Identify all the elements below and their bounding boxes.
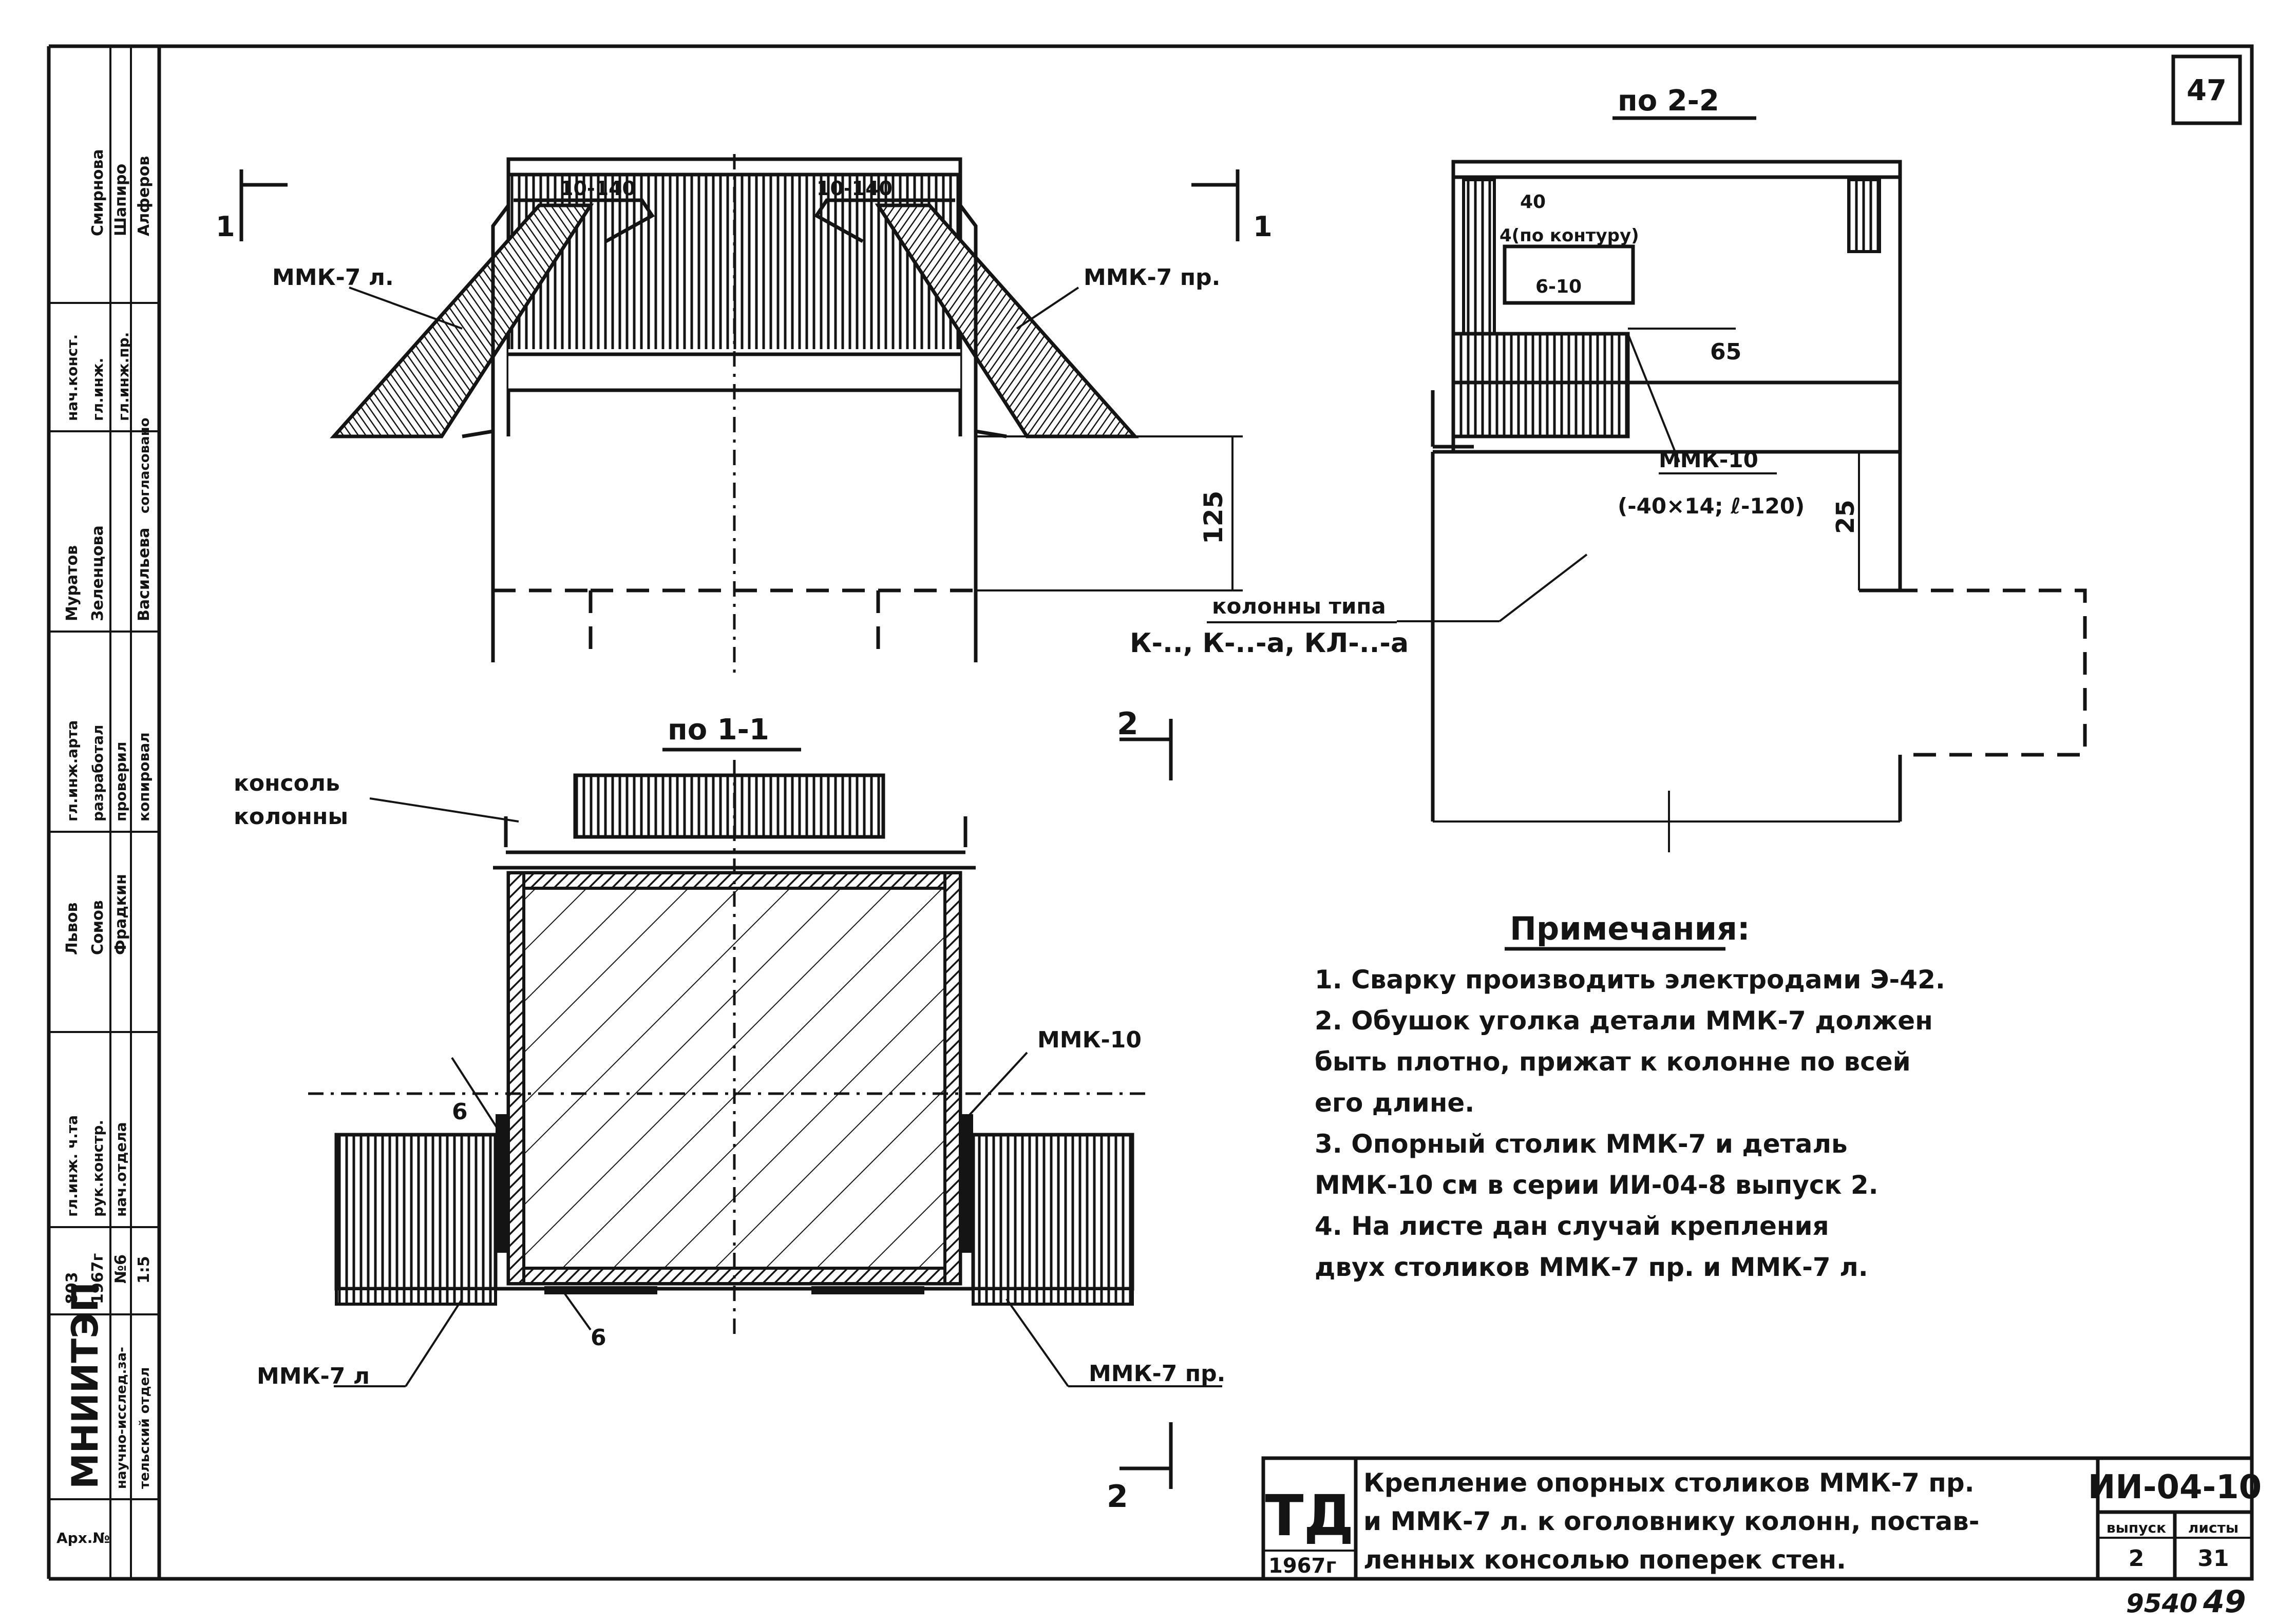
note-line-4: его длине. bbox=[1315, 1088, 1474, 1118]
stamp-agreed: согласовано bbox=[137, 417, 153, 513]
section-mark-1-right: 1 bbox=[1253, 211, 1273, 243]
stamp-order: 803 bbox=[63, 1272, 81, 1304]
sheet-frame bbox=[47, 44, 2254, 1581]
bottom-note-left: 9540 bbox=[2126, 1589, 2197, 1618]
section-mark-2-lower: 2 bbox=[1107, 1479, 1128, 1515]
column-types: К-.., К-..-а, КЛ-..-а bbox=[1130, 628, 1409, 659]
title-line-2: и ММК-7 л. к оголовнику колонн, постав- bbox=[1363, 1506, 1980, 1536]
view-bottom: по 1-1 консоль колонны ММК-10 bbox=[234, 713, 1225, 1515]
weld-a: 40 bbox=[1520, 192, 1546, 213]
stamp-number: №6 bbox=[112, 1254, 130, 1284]
note-line-7: 4. На листе дан случай крепления bbox=[1315, 1211, 1829, 1241]
column-type-label: колонны типа bbox=[1212, 594, 1386, 619]
title-org: ТД bbox=[1265, 1483, 1354, 1549]
weld-side: 6 bbox=[452, 1099, 468, 1125]
stamp-role-3: гл.инж.пр. bbox=[115, 332, 132, 421]
stamp-dept-1: научно-исслед.за- bbox=[114, 1347, 129, 1489]
title-line-1: Крепление опорных столиков ММК-7 пр. bbox=[1363, 1468, 1975, 1498]
page-number: 47 bbox=[2187, 74, 2227, 107]
notes-block: Примечания: 1. Сварку производить электр… bbox=[1315, 910, 1945, 1282]
section-mark-2-upper: 2 bbox=[1117, 706, 1138, 742]
title-code: ИИ-04-10 bbox=[2088, 1468, 2262, 1506]
label-mmk7-right-top: ММК-7 пр. bbox=[1084, 264, 1220, 291]
stamp-archive: Арх.№ bbox=[56, 1530, 110, 1546]
label-mmk10-spec: (-40×14; ℓ-120) bbox=[1618, 493, 1805, 519]
weld-contour: 4(по контуру) bbox=[1500, 225, 1639, 246]
label-console-2: колонны bbox=[234, 804, 348, 830]
stamp-name-2: Шапиро bbox=[112, 164, 130, 236]
title-issue-value: 2 bbox=[2129, 1545, 2145, 1572]
note-line-2: 2. Обушок уголка детали ММК-7 должен bbox=[1315, 1006, 1933, 1036]
title-year: 1967г bbox=[1268, 1554, 1336, 1578]
view-top-right: по 2-2 40 4(по контуру) 6-10 65 ММК-10 bbox=[1117, 84, 2087, 852]
title-block: ТД 1967г Крепление опорных столиков ММК-… bbox=[1261, 1456, 2262, 1581]
note-line-1: 1. Сварку производить электродами Э-42. bbox=[1315, 965, 1945, 995]
stamp-role-10: нач.отдела bbox=[112, 1122, 129, 1217]
stamp-scale: 1:5 bbox=[135, 1256, 153, 1284]
stamp-name-6: Васильева bbox=[135, 528, 153, 621]
stamp-name-8: Сомов bbox=[89, 900, 107, 955]
title-line-3: ленных консолью поперек стен. bbox=[1363, 1545, 1846, 1575]
stamp-dept-2: тельский отдел bbox=[137, 1367, 153, 1489]
notes-title: Примечания: bbox=[1510, 910, 1750, 947]
stamp-name-4: Муратов bbox=[63, 545, 81, 621]
weld-bottom: 6 bbox=[591, 1325, 606, 1351]
stamp-role-2: гл.инж. bbox=[89, 358, 106, 421]
title-issue-label: выпуск bbox=[2107, 1519, 2166, 1536]
stamp-role-1: нач.конст. bbox=[64, 334, 81, 421]
stamp-role-8: гл.инж. ч.та bbox=[64, 1115, 81, 1217]
weld-label-left: 10-140 bbox=[560, 177, 636, 200]
label-console-1: консоль bbox=[234, 770, 340, 796]
section-mark-1-left: 1 bbox=[216, 211, 235, 243]
stamp-name-5: Зеленцова bbox=[89, 525, 107, 621]
title-sheet-label: листы bbox=[2188, 1519, 2238, 1536]
title-sheet-value: 31 bbox=[2197, 1545, 2229, 1572]
note-line-6: ММК-10 см в серии ИИ-04-8 выпуск 2. bbox=[1315, 1170, 1878, 1200]
view-title-2-2: по 2-2 bbox=[1618, 84, 1719, 118]
stamp-name-9: Фрадкин bbox=[112, 874, 130, 955]
stamp-name-7: Львов bbox=[63, 903, 81, 955]
stamp-role-7: копировал bbox=[136, 732, 153, 821]
label-mmk10-top: ММК-10 bbox=[1659, 447, 1758, 472]
dim-25: 25 bbox=[1831, 500, 1860, 534]
view-top-left: 1 1 125 bbox=[216, 154, 1273, 673]
dim-65: 65 bbox=[1710, 339, 1741, 365]
label-mmk7-left-top: ММК-7 л. bbox=[272, 264, 394, 291]
label-mmk7-right-bottom: ММК-7 пр. bbox=[1089, 1361, 1225, 1387]
weld-b: 6-10 bbox=[1535, 276, 1582, 297]
bottom-note-right: 49 bbox=[2203, 1584, 2246, 1620]
stamp-name-1: Смирнова bbox=[89, 149, 107, 236]
note-line-8: двух столиков ММК-7 пр. и ММК-7 л. bbox=[1315, 1252, 1868, 1282]
note-line-5: 3. Опорный столик ММК-7 и деталь bbox=[1315, 1129, 1848, 1159]
page-number-box: 47 bbox=[2171, 54, 2242, 125]
stamp-role-4: гл.инж.арта bbox=[64, 720, 81, 821]
stamp-year: 1967г bbox=[89, 1253, 107, 1304]
stamp-role-6: проверил bbox=[112, 741, 129, 821]
stamp-name-3: Алферов bbox=[135, 156, 153, 236]
stamp-role-9: рук.констр. bbox=[89, 1120, 106, 1217]
stamp-role-5: разработал bbox=[89, 724, 106, 821]
weld-label-right: 10-140 bbox=[817, 177, 893, 200]
label-mmk10-bottom: ММК-10 bbox=[1037, 1027, 1142, 1053]
stamp-institute: МНИИТЭП bbox=[64, 1282, 106, 1489]
left-stamp: Смирнова Шапиро Алферов нач.конст. гл.ин… bbox=[49, 149, 159, 1546]
dim-125: 125 bbox=[1199, 491, 1228, 544]
label-mmk7-left-bottom: ММК-7 л bbox=[257, 1363, 370, 1389]
view-title-1-1: по 1-1 bbox=[668, 713, 769, 747]
note-line-3: быть плотно, прижат к колонне по всей bbox=[1315, 1047, 1911, 1077]
